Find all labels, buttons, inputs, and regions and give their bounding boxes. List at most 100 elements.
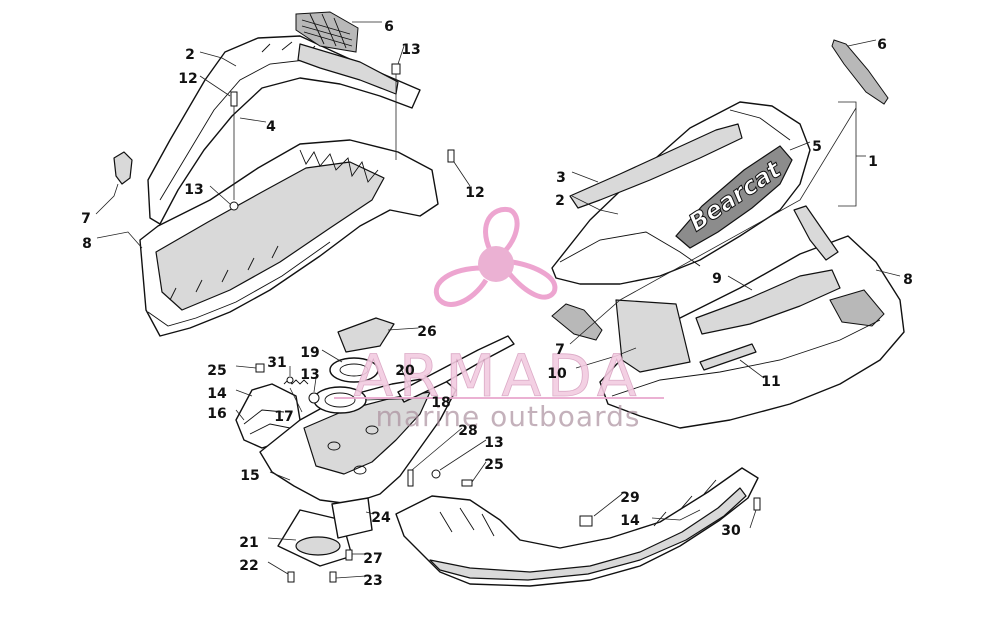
lower-belly-pan bbox=[395, 467, 761, 587]
part-18-ring-inner bbox=[324, 392, 356, 408]
part-16-detail bbox=[243, 409, 291, 435]
leader-24 bbox=[365, 511, 375, 515]
leader-28 bbox=[411, 427, 463, 471]
leader-20 bbox=[399, 365, 411, 389]
callout-25: 25 bbox=[207, 363, 226, 379]
part-6-right-vent bbox=[831, 39, 889, 105]
leader-13-low bbox=[313, 377, 317, 393]
leader-30 bbox=[749, 509, 757, 529]
leader-21 bbox=[267, 537, 297, 541]
screw-12-mid bbox=[447, 149, 455, 163]
callout-22: 22 bbox=[239, 558, 258, 574]
leader-25-right bbox=[471, 461, 487, 483]
callout-2: 2 bbox=[555, 193, 565, 209]
screw-25-left bbox=[255, 363, 265, 373]
part-8-right-front bbox=[793, 205, 839, 261]
part-20-rail bbox=[397, 335, 515, 403]
callout-16: 16 bbox=[207, 406, 226, 422]
callout-15: 15 bbox=[240, 468, 259, 484]
callout-7: 7 bbox=[81, 211, 91, 227]
screw-27 bbox=[345, 549, 353, 561]
clip-29 bbox=[579, 515, 593, 527]
callout-14: 14 bbox=[207, 386, 227, 402]
leader-5 bbox=[789, 141, 811, 151]
part-24-plate bbox=[331, 497, 373, 539]
part-8-left-shell-teeth bbox=[299, 149, 379, 183]
leader-8-left bbox=[96, 231, 143, 249]
watermark-tagline: marine outboards bbox=[376, 400, 641, 433]
part-2-left-hood-shade bbox=[297, 43, 399, 95]
callout-28: 28 bbox=[458, 423, 477, 439]
leader-16 bbox=[235, 409, 245, 421]
leader-9 bbox=[727, 275, 753, 291]
callout-26: 26 bbox=[417, 324, 436, 340]
part-2-right-hood-edge bbox=[559, 109, 791, 267]
callout-13: 13 bbox=[300, 367, 319, 383]
fastener-13-btm bbox=[431, 469, 441, 479]
callout-12: 12 bbox=[178, 71, 197, 87]
callout-4: 4 bbox=[266, 119, 276, 135]
leader-17 bbox=[289, 387, 303, 413]
leader-7-right bbox=[569, 107, 857, 345]
callout-13: 13 bbox=[184, 182, 203, 198]
watermark-logo: ARMADA marine outboards bbox=[334, 206, 664, 433]
part-2-right-hood bbox=[551, 101, 811, 285]
part-3-stripe bbox=[569, 123, 743, 209]
leader-15 bbox=[269, 471, 291, 481]
callout-24: 24 bbox=[371, 510, 391, 526]
callout-31: 31 bbox=[267, 355, 286, 371]
leader-13-mid bbox=[209, 185, 231, 205]
leader-29 bbox=[593, 493, 623, 517]
leader-14-right bbox=[651, 509, 701, 521]
leader-2-left bbox=[199, 51, 237, 67]
callout-3: 3 bbox=[556, 170, 566, 186]
callout-20: 20 bbox=[395, 363, 415, 379]
leader-6-right bbox=[847, 39, 877, 47]
part-7-left-emblem bbox=[113, 151, 133, 185]
part-10-panel bbox=[615, 299, 691, 373]
leader-3 bbox=[571, 171, 599, 183]
part-6-top-vent-grid bbox=[301, 13, 353, 49]
screw-25-right bbox=[461, 479, 473, 487]
callout-17: 17 bbox=[274, 409, 293, 425]
part-6-top-vent bbox=[295, 11, 359, 53]
screw-12-left bbox=[230, 91, 238, 107]
part-19-ring-inner bbox=[339, 363, 369, 377]
callout-12: 12 bbox=[465, 185, 484, 201]
leader-2-right bbox=[571, 195, 619, 215]
fastener-13-mid bbox=[229, 201, 239, 211]
callout-5: 5 bbox=[812, 139, 822, 155]
leader-19 bbox=[321, 349, 343, 363]
part-14-belly-pan-ribs bbox=[439, 479, 717, 537]
leader-12-mid bbox=[453, 161, 471, 187]
leader-14-left bbox=[235, 389, 253, 397]
part-8-left-shell-ribs bbox=[169, 245, 279, 301]
part-14-belly-pan bbox=[395, 467, 759, 587]
callout-25: 25 bbox=[484, 457, 503, 473]
leader-10 bbox=[575, 347, 637, 369]
leader-25-left bbox=[235, 365, 257, 369]
callout-6: 6 bbox=[877, 37, 887, 53]
part-8-left-shell-edge bbox=[147, 241, 331, 327]
part-14-belly-pan-shade bbox=[429, 487, 747, 581]
callout-14: 14 bbox=[620, 513, 640, 529]
callout-2: 2 bbox=[185, 47, 195, 63]
callout-9: 9 bbox=[712, 271, 722, 287]
nut-13-low bbox=[308, 392, 320, 404]
callout-1: 1 bbox=[868, 154, 878, 170]
part-9-panel bbox=[695, 269, 841, 335]
callout-13: 13 bbox=[484, 435, 503, 451]
callout-10: 10 bbox=[547, 366, 567, 382]
part-21-funnel-mouth bbox=[295, 536, 341, 556]
part-26-panel bbox=[337, 317, 395, 353]
callout-21: 21 bbox=[239, 535, 258, 551]
callout-19: 19 bbox=[300, 345, 319, 361]
callout-7: 7 bbox=[555, 342, 565, 358]
bracket-part-1 bbox=[838, 101, 857, 207]
leader-12-left bbox=[199, 75, 231, 97]
part-11-strip bbox=[699, 343, 757, 371]
callout-11: 11 bbox=[761, 374, 780, 390]
washer-31 bbox=[286, 376, 294, 384]
